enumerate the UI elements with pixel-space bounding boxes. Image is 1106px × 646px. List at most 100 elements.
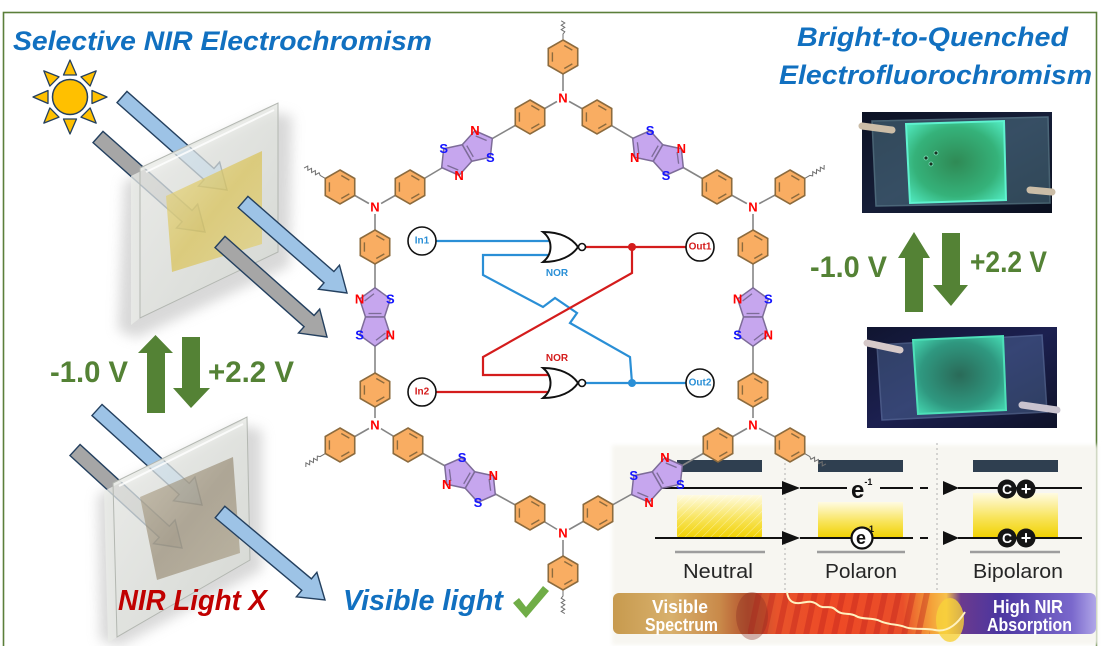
thiazolothiazole-rings: [736, 286, 770, 348]
triphenylamine-nitrogen: N: [556, 526, 570, 541]
sulfur-atom: S: [474, 495, 483, 510]
nitrogen-atom: N: [558, 526, 567, 541]
aromatic-double-bond: [410, 174, 420, 181]
right-panel-title-line1: Bright-to-Quenched: [797, 22, 1069, 52]
hole-marker: [997, 479, 1017, 499]
charge-marker: [1016, 528, 1036, 548]
light-arrows-transmitted-colored: [214, 195, 348, 338]
checkmark-icon: [513, 586, 549, 618]
sun-icon: [32, 59, 108, 135]
phenyl-ring: [514, 99, 546, 135]
state-label-bipolaron: Bipolaron: [973, 561, 1063, 583]
charge-marker: [1016, 479, 1036, 499]
node-label: In1: [415, 236, 430, 247]
charge-symbol: +: [1021, 479, 1032, 499]
aromatic-double-bond: [340, 193, 350, 200]
electrode-wire: [1018, 401, 1061, 414]
hole-pair-lower: C +: [997, 528, 1036, 548]
phenyl-ring: [547, 555, 579, 591]
phenyl-ring: [392, 427, 424, 463]
aromatic-double-bond: [753, 377, 763, 384]
nor-gate-bubble: [577, 242, 587, 252]
gate-label: NOR: [546, 353, 569, 364]
atom-backdrop: [746, 200, 760, 214]
left-panel-title: Selective NIR Electrochromism: [13, 26, 432, 56]
nitrogen-atom: N: [660, 450, 669, 465]
phenyl-ring: [737, 372, 769, 408]
output-node-out1: Out1: [685, 232, 715, 262]
electron-label-upper: e-1: [851, 477, 872, 504]
fused-double-bond: [463, 472, 471, 485]
junction-dot: [628, 243, 636, 251]
conduction-band: [818, 460, 903, 472]
absorption-curve: [786, 591, 966, 632]
phenyl-ring: [581, 99, 613, 135]
phenyl-ring: [359, 372, 391, 408]
imine-double-bond: [636, 142, 640, 155]
nitrogen-atom: N: [733, 291, 742, 306]
thiazolothiazole-rings: [631, 129, 685, 177]
aromatic-double-bond: [530, 104, 540, 111]
imine-double-bond: [637, 491, 649, 498]
phenyl-ring: [359, 229, 391, 265]
visible-light-arrow: [214, 505, 326, 601]
wire-feedback-out1: [481, 247, 634, 377]
node-label: Out2: [689, 378, 712, 389]
electron-marker: [850, 526, 874, 550]
aromatic-double-bond: [375, 396, 385, 403]
sulfur-atom: S: [733, 328, 742, 343]
polymer-terminal-bond: [560, 590, 566, 615]
state-label-neutral: Neutral: [683, 561, 753, 583]
nitrogen-atom: N: [558, 91, 567, 106]
phenyl-ring: [774, 169, 806, 205]
sun-ray: [80, 70, 97, 87]
polymer-terminal-bond: [804, 453, 827, 467]
aromatic-double-bond: [375, 253, 385, 260]
sulfur-atom: S: [764, 291, 773, 306]
nitrogen-atom: N: [764, 328, 773, 343]
sulfur-atom: S: [386, 291, 395, 306]
junction-dot: [628, 379, 636, 387]
electrode-wire: [858, 122, 896, 134]
thiazolothiazole-rings: [440, 129, 494, 177]
atom-backdrop: [556, 526, 570, 540]
phenyl-ring: [702, 427, 734, 463]
thiazolothiazole-rings: [358, 286, 392, 348]
aromatic-double-bond: [340, 174, 350, 181]
sulfur-atom: S: [486, 150, 495, 165]
imine-double-bond: [753, 332, 764, 341]
nitrogen-atom: N: [644, 495, 653, 510]
nir-blocked-label: NIR Light X: [118, 585, 269, 617]
hole-symbol: C: [1002, 530, 1012, 546]
right-panel: Bright-to-Quenched Electrofluorochromism…: [779, 22, 1092, 428]
aromatic-double-bond: [597, 123, 607, 130]
aromatic-double-bond: [410, 193, 420, 200]
imine-double-bond: [665, 462, 677, 469]
fused-double-bond: [656, 472, 664, 485]
aromatic-double-bond: [753, 253, 763, 260]
nitrogen-atom: N: [370, 200, 379, 215]
triphenylamine-nitrogen: N: [746, 418, 760, 433]
photo-bright-fluorescence: [858, 112, 1056, 213]
aromatic-double-bond: [790, 174, 800, 181]
electrochromic-film-yellow: [166, 151, 262, 272]
hole-symbol: C: [1002, 481, 1012, 497]
electron-charge: -1: [864, 477, 872, 487]
arrow-down-icon: [173, 337, 210, 408]
aromatic-double-bond: [530, 123, 540, 130]
node-circle: [685, 368, 715, 398]
aromatic-double-bond: [753, 396, 763, 403]
absorption-spectrum-band: Visible Spectrum High NIR Absorption: [613, 591, 1096, 642]
neutral-state: Neutral: [653, 460, 800, 583]
phenyl-ring: [582, 495, 614, 531]
imine-double-bond: [364, 293, 375, 302]
polaron-state: e-1 e-1 Polaron: [800, 460, 959, 583]
aromatic-double-bond: [408, 451, 418, 458]
valence-band-hatch: [677, 495, 762, 538]
imine-double-bond: [448, 469, 452, 482]
input-node-in1: In1: [407, 226, 437, 256]
